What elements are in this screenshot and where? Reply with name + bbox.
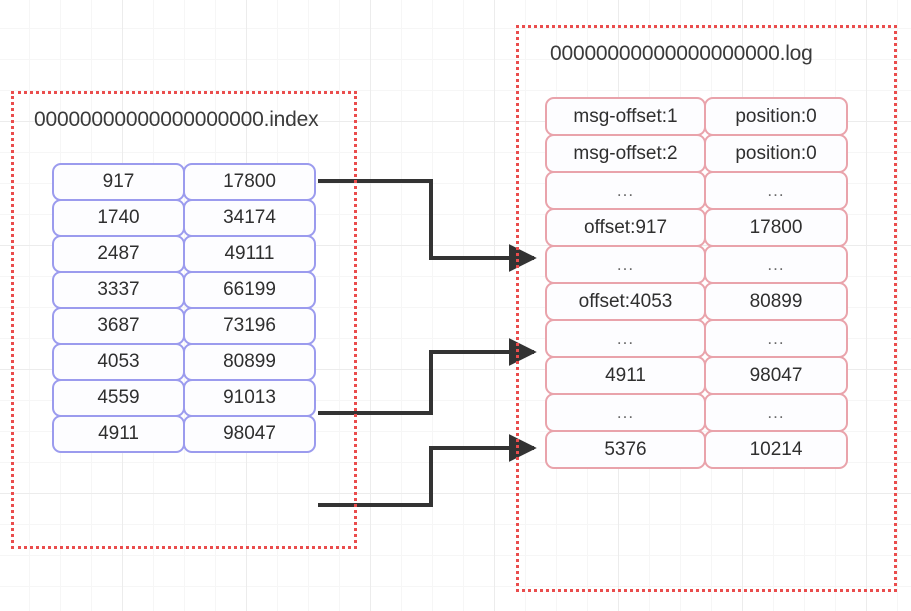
- log-position-cell: ...: [704, 171, 848, 210]
- log-message-cell: offset:4053: [545, 282, 706, 321]
- table-row[interactable]: 3337 66199: [52, 271, 316, 309]
- log-position-cell: ...: [704, 245, 848, 284]
- table-row[interactable]: offset:4053 80899: [545, 282, 848, 321]
- index-offset-cell: 917: [52, 163, 185, 201]
- index-offset-cell: 2487: [52, 235, 185, 273]
- log-position-cell: ...: [704, 393, 848, 432]
- log-message-cell: ...: [545, 245, 706, 284]
- table-row[interactable]: ... ...: [545, 245, 848, 284]
- table-row[interactable]: 1740 34174: [52, 199, 316, 237]
- log-entry-table: msg-offset:1 position:0 msg-offset:2 pos…: [545, 97, 848, 469]
- log-message-cell: 4911: [545, 356, 706, 395]
- index-file-title: 00000000000000000000.index: [34, 108, 319, 131]
- log-position-cell: ...: [704, 319, 848, 358]
- log-position-cell: 80899: [704, 282, 848, 321]
- table-row[interactable]: ... ...: [545, 171, 848, 210]
- index-offset-cell: 4911: [52, 415, 185, 453]
- table-row[interactable]: 3687 73196: [52, 307, 316, 345]
- log-message-cell: ...: [545, 393, 706, 432]
- index-file-panel: 00000000000000000000.index: [11, 91, 357, 549]
- index-position-cell: 49111: [183, 235, 316, 273]
- index-position-cell: 17800: [183, 163, 316, 201]
- log-message-cell: ...: [545, 319, 706, 358]
- table-row[interactable]: 4911 98047: [52, 415, 316, 453]
- log-position-cell: position:0: [704, 97, 848, 136]
- index-offset-cell: 3337: [52, 271, 185, 309]
- log-message-cell: 5376: [545, 430, 706, 469]
- index-position-cell: 91013: [183, 379, 316, 417]
- table-row[interactable]: 2487 49111: [52, 235, 316, 273]
- log-message-cell: msg-offset:1: [545, 97, 706, 136]
- index-offset-cell: 4053: [52, 343, 185, 381]
- log-position-cell: 17800: [704, 208, 848, 247]
- index-position-cell: 80899: [183, 343, 316, 381]
- table-row[interactable]: msg-offset:1 position:0: [545, 97, 848, 136]
- table-row[interactable]: ... ...: [545, 393, 848, 432]
- index-position-cell: 98047: [183, 415, 316, 453]
- table-row[interactable]: ... ...: [545, 319, 848, 358]
- index-offset-cell: 1740: [52, 199, 185, 237]
- index-offset-cell: 3687: [52, 307, 185, 345]
- table-row[interactable]: msg-offset:2 position:0: [545, 134, 848, 173]
- log-message-cell: ...: [545, 171, 706, 210]
- table-row[interactable]: 5376 10214: [545, 430, 848, 469]
- index-offset-cell: 4559: [52, 379, 185, 417]
- table-row[interactable]: 4911 98047: [545, 356, 848, 395]
- log-position-cell: 98047: [704, 356, 848, 395]
- index-entry-table: 917 17800 1740 34174 2487 49111 3337 661…: [52, 163, 316, 453]
- log-file-title: 00000000000000000000.log: [550, 42, 813, 65]
- table-row[interactable]: 4053 80899: [52, 343, 316, 381]
- log-message-cell: msg-offset:2: [545, 134, 706, 173]
- index-position-cell: 66199: [183, 271, 316, 309]
- log-position-cell: position:0: [704, 134, 848, 173]
- index-position-cell: 73196: [183, 307, 316, 345]
- index-position-cell: 34174: [183, 199, 316, 237]
- log-position-cell: 10214: [704, 430, 848, 469]
- table-row[interactable]: 917 17800: [52, 163, 316, 201]
- table-row[interactable]: offset:917 17800: [545, 208, 848, 247]
- log-message-cell: offset:917: [545, 208, 706, 247]
- log-file-panel: 00000000000000000000.log: [516, 25, 897, 592]
- table-row[interactable]: 4559 91013: [52, 379, 316, 417]
